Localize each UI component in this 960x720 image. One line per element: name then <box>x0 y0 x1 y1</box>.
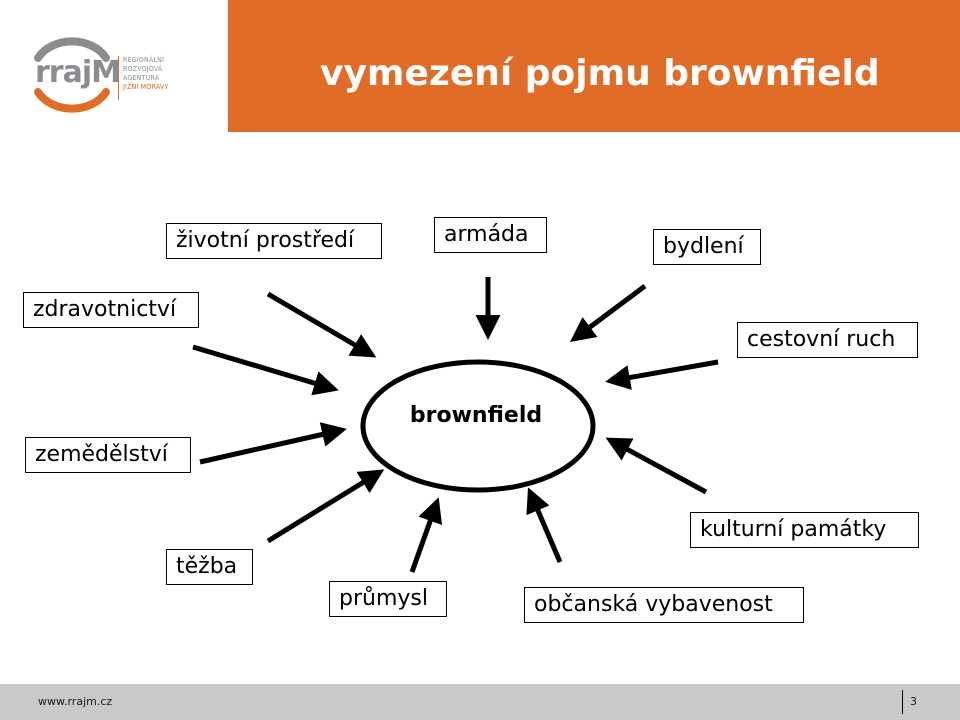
logo-agency-line: JIŽNÍ MORAVY <box>123 83 169 91</box>
title-bar <box>228 0 960 132</box>
label-armada: armáda <box>434 217 547 253</box>
label-prumysl: průmysl <box>329 581 447 617</box>
arrow-kulturni-pamatky <box>605 437 708 495</box>
label-tezba: těžba <box>166 549 253 585</box>
footer-separator <box>902 690 903 714</box>
center-label-brownfield: brownfield <box>409 403 543 428</box>
arrow-zivotni-prostredi <box>266 291 377 358</box>
logo-wordmark: rrajM <box>35 55 121 90</box>
label-kulturni-pamatky: kulturní památky <box>690 512 919 548</box>
label-obcanska-vybavenost: občanská vybavenost <box>524 587 804 623</box>
arrow-zdravotnictvi <box>192 344 339 396</box>
label-zdravotnictvi: zdravotnictví <box>23 292 199 328</box>
arrow-obcanska-vybavenost <box>526 487 563 563</box>
arrow-cestovni-ruch <box>605 359 719 390</box>
page-number: 3 <box>910 695 917 708</box>
footer-url: www.rrajm.cz <box>38 695 113 708</box>
rrajm-logo: rrajM REGIONÁLNÍ ROZVOJOVÁ AGENTURA JIŽN… <box>30 30 180 120</box>
label-bydleni: bydlení <box>653 229 761 265</box>
center-ellipse <box>360 359 596 493</box>
arrow-tezba <box>266 469 385 544</box>
label-zemedelstvi: zemědělství <box>25 437 191 473</box>
logo-arc-icon <box>34 37 110 113</box>
logo-agency-line: REGIONÁLNÍ <box>123 56 165 64</box>
logo-agency-line: ROZVOJOVÁ <box>123 65 163 73</box>
footer-bar: www.rrajm.cz 3 <box>0 684 960 720</box>
slide-title: vymezení pojmu brownfield <box>320 53 880 94</box>
logo-agency-name: REGIONÁLNÍ ROZVOJOVÁ AGENTURA JIŽNÍ MORA… <box>123 56 183 92</box>
logo-agency-line: AGENTURA <box>123 74 160 82</box>
arrow-prumysl <box>409 497 443 573</box>
logo-divider <box>118 56 119 100</box>
arrow-zemedelstvi <box>199 422 347 465</box>
label-zivotni-prostredi: životní prostředí <box>166 223 382 259</box>
arrow-bydleni <box>569 283 647 342</box>
label-cestovni-ruch: cestovní ruch <box>737 322 918 358</box>
